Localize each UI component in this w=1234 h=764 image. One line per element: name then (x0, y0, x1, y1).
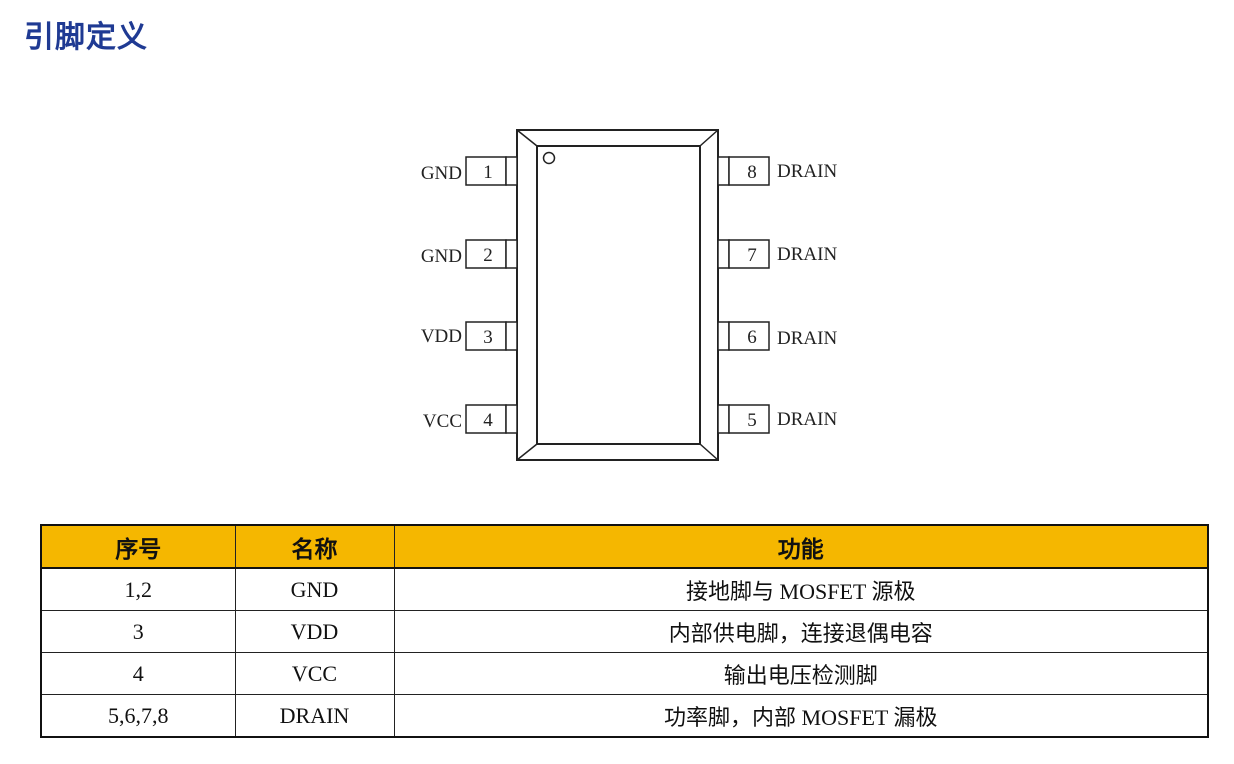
table-row: 5,6,7,8 DRAIN 功率脚，内部 MOSFET 漏极 (40, 694, 1209, 738)
cell-index: 5,6,7,8 (40, 694, 236, 738)
header-name: 名称 (234, 524, 395, 569)
table-row: 4 VCC 输出电压检测脚 (40, 652, 1209, 695)
cell-name: DRAIN (234, 694, 395, 738)
pin-number: 4 (483, 410, 493, 431)
pin-name: DRAIN (777, 161, 837, 182)
pin-name: DRAIN (777, 244, 837, 265)
package-inner (536, 145, 701, 445)
cell-name: VCC (234, 652, 395, 695)
cell-function: 输出电压检测脚 (393, 652, 1209, 695)
section-title: 引脚定义 (24, 20, 148, 55)
pin-name: VDD (421, 326, 462, 347)
cell-function: 内部供电脚，连接退偶电容 (393, 610, 1209, 653)
pin1-marker (542, 151, 556, 165)
table-row: 1,2 GND 接地脚与 MOSFET 源极 (40, 567, 1209, 611)
pin-number: 8 (747, 162, 757, 183)
pin-right: 5 DRAIN (717, 404, 837, 434)
cell-index: 3 (40, 610, 236, 653)
pin-definition-table: 序号 名称 功能 1,2 GND 接地脚与 MOSFET 源极 3 VDD 内部… (40, 524, 1209, 738)
pin-left: 1 GND (421, 156, 518, 186)
pin-number: 2 (483, 245, 493, 266)
pin-right: 7 DRAIN (717, 239, 837, 269)
pin-name: DRAIN (777, 409, 837, 430)
pin-number: 3 (483, 327, 493, 348)
cell-index: 4 (40, 652, 236, 695)
pin-name: DRAIN (777, 328, 837, 349)
pin-name: GND (421, 163, 462, 184)
pin-left: 2 GND (421, 239, 518, 269)
pin-left: 4 VCC (423, 404, 518, 434)
package-diagram: 1 GND 2 GND 3 VDD 4 VCC 8 DRAIN 7 DRAIN … (421, 129, 837, 461)
cell-function: 接地脚与 MOSFET 源极 (393, 567, 1209, 611)
pin-left: 3 VDD (421, 321, 518, 351)
cell-name: VDD (234, 610, 395, 653)
pin-number: 7 (747, 245, 757, 266)
cell-function: 功率脚，内部 MOSFET 漏极 (393, 694, 1209, 738)
pin-right: 8 DRAIN (717, 156, 837, 186)
pin-number: 5 (747, 410, 757, 431)
cell-index: 1,2 (40, 567, 236, 611)
header-index: 序号 (40, 524, 236, 569)
pin-name: GND (421, 246, 462, 267)
pin-number: 1 (483, 162, 493, 183)
cell-name: GND (234, 567, 395, 611)
pin-right: 6 DRAIN (717, 321, 837, 351)
table-row: 3 VDD 内部供电脚，连接退偶电容 (40, 610, 1209, 653)
pin-number: 6 (747, 327, 757, 348)
pin-name: VCC (423, 411, 462, 432)
table-header-row: 序号 名称 功能 (40, 524, 1209, 569)
header-function: 功能 (393, 524, 1209, 569)
